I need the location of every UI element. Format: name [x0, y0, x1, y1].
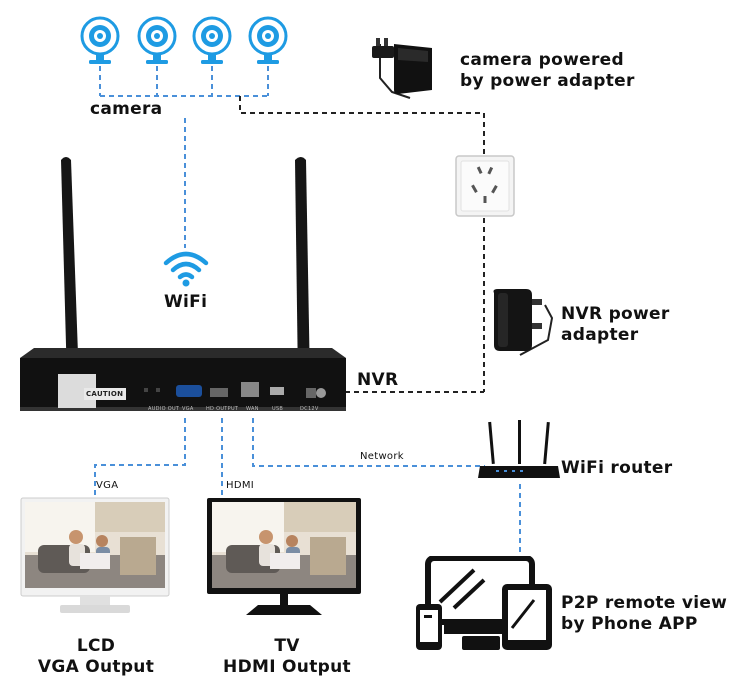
camera-power-adapter-icon: [372, 38, 432, 94]
nvr-adapter-cord: [519, 304, 554, 356]
camera-power-label-line2: by power adapter: [460, 71, 635, 91]
camera-icon-3: [192, 16, 232, 64]
camera-bus-line: [99, 66, 269, 97]
wifi-router-label: WiFi router: [561, 458, 673, 478]
remote-devices-icon: [416, 556, 552, 650]
wifi-icon: [163, 251, 209, 287]
wifi-label: WiFi: [164, 292, 208, 312]
camera-power-label-line1: camera powered: [460, 50, 624, 70]
p2p-label-line2: by Phone APP: [561, 614, 698, 634]
camera-adapter-cord: [379, 44, 411, 99]
camera-power-line: [239, 96, 485, 155]
port-usb-label: USB: [272, 406, 284, 412]
lcd-monitor: [20, 497, 170, 613]
nvr-power-label-line2: adapter: [561, 325, 639, 345]
lcd-label-line2: VGA Output: [37, 657, 155, 677]
vga-label: VGA: [96, 480, 119, 491]
vga-line: [94, 418, 186, 500]
p2p-label-line1: P2P remote view: [561, 593, 728, 613]
port-hdmi-label: HD OUTPUT: [206, 406, 239, 412]
port-vga-label: VGA: [182, 406, 194, 412]
tv-label-line1: TV: [274, 636, 300, 656]
camera-icon-4: [248, 16, 288, 64]
camera-icon-1: [80, 16, 120, 64]
camera-icon-2: [137, 16, 177, 64]
port-wan-label: WAN: [246, 406, 259, 412]
network-line: [252, 418, 485, 467]
nvr-label: NVR: [357, 370, 399, 390]
port-audio-label: AUDIO OUT: [148, 406, 180, 412]
nvr-caution-label: CAUTION: [86, 390, 124, 398]
network-label: Network: [360, 451, 404, 462]
wall-socket-icon: [455, 155, 515, 217]
port-dc-label: DC12V: [300, 406, 319, 412]
tv-monitor: [207, 498, 361, 615]
hdmi-label: HDMI: [226, 480, 254, 491]
nvr-power-label-line1: NVR power: [561, 304, 670, 324]
nvr-recorder: [20, 157, 346, 411]
tv-label-line2: HDMI Output: [223, 657, 351, 677]
nvr-power-adapter-icon: [493, 289, 542, 351]
lcd-label-line1: LCD: [76, 636, 116, 656]
wifi-router-icon: [478, 420, 560, 478]
camera-label: camera: [90, 99, 163, 119]
